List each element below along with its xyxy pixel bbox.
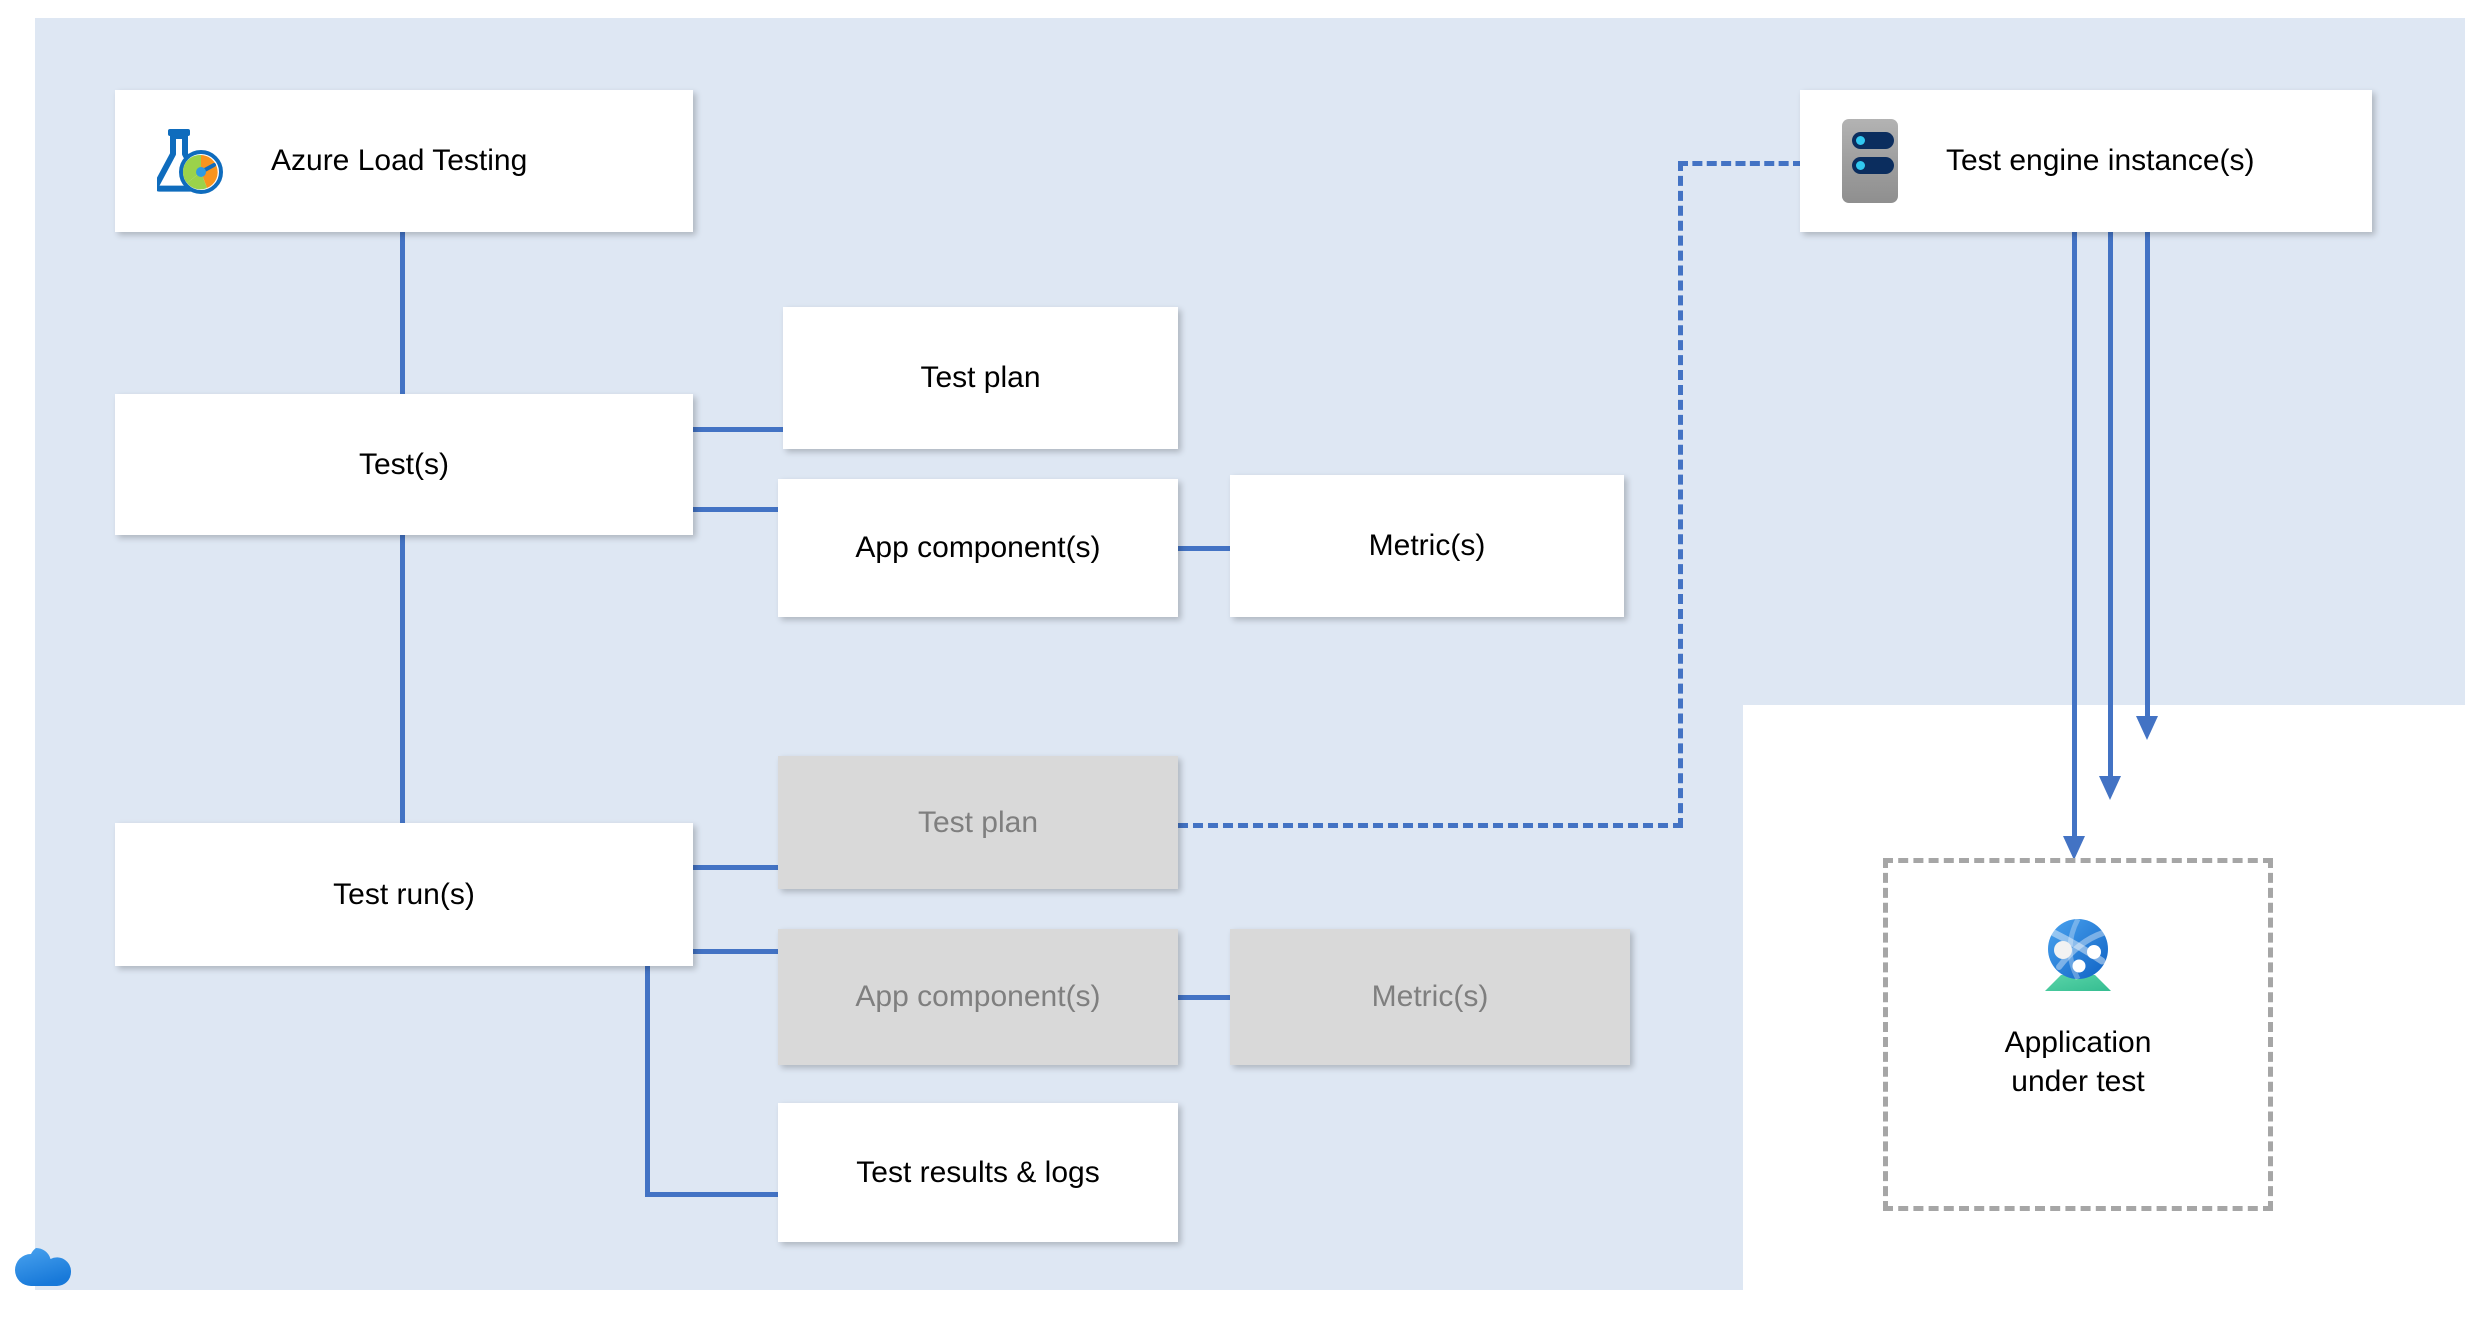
azure-cloud-logo (14, 1240, 86, 1294)
connector-app-components-to-metrics (1178, 546, 1230, 551)
node-metrics-run[interactable]: Metric(s) (1230, 929, 1630, 1065)
node-test-runs[interactable]: Test run(s) (115, 823, 693, 966)
connector-test-plan-to-engine-top (1678, 161, 1803, 166)
connector-test-runs-to-results-vertical (645, 966, 650, 1197)
node-app-components-run[interactable]: App component(s) (778, 929, 1178, 1065)
node-label: Test plan (920, 361, 1041, 395)
node-label: Test run(s) (333, 877, 475, 911)
connector-app-components-run-to-metrics-run (1178, 995, 1230, 1000)
node-label: Test engine instance(s) (1946, 144, 2255, 178)
connector-alt-to-tests (400, 232, 405, 394)
node-application-under-test[interactable]: Application under test (1883, 858, 2273, 1211)
node-test-plan-run[interactable]: Test plan (778, 756, 1178, 889)
connector-test-plan-to-engine-vertical (1678, 161, 1683, 828)
server-icon (1842, 119, 1898, 203)
node-label: Application under test (2004, 1026, 2152, 1098)
connector-test-plan-to-engine-horizontal (1178, 823, 1683, 828)
node-test-results-and-logs[interactable]: Test results & logs (778, 1103, 1178, 1242)
node-label: App component(s) (855, 531, 1101, 565)
connector-tests-to-test-runs (400, 535, 405, 823)
node-label: Metric(s) (1371, 980, 1489, 1014)
node-test-plan[interactable]: Test plan (783, 307, 1178, 449)
node-label: Test results & logs (856, 1155, 1100, 1189)
connector-test-runs-to-results-horizontal (645, 1192, 778, 1197)
node-azure-load-testing[interactable]: Azure Load Testing (115, 90, 693, 232)
connector-tests-to-app-components (693, 507, 778, 512)
node-label: Test(s) (359, 447, 449, 481)
node-label: App component(s) (855, 980, 1101, 1014)
connector-test-runs-to-test-plan (693, 865, 778, 870)
node-label: Test plan (917, 805, 1039, 839)
node-test-engine-instances[interactable]: Test engine instance(s) (1800, 90, 2372, 232)
app-globe-icon (2032, 909, 2124, 993)
node-metrics[interactable]: Metric(s) (1230, 475, 1624, 617)
node-app-components[interactable]: App component(s) (778, 479, 1178, 617)
node-label: Azure Load Testing (271, 144, 528, 178)
node-label: Metric(s) (1368, 529, 1486, 563)
node-tests[interactable]: Test(s) (115, 394, 693, 535)
connector-tests-to-test-plan (693, 427, 783, 432)
connector-test-runs-to-app-components (693, 949, 778, 954)
azure-load-testing-icon (153, 125, 223, 197)
